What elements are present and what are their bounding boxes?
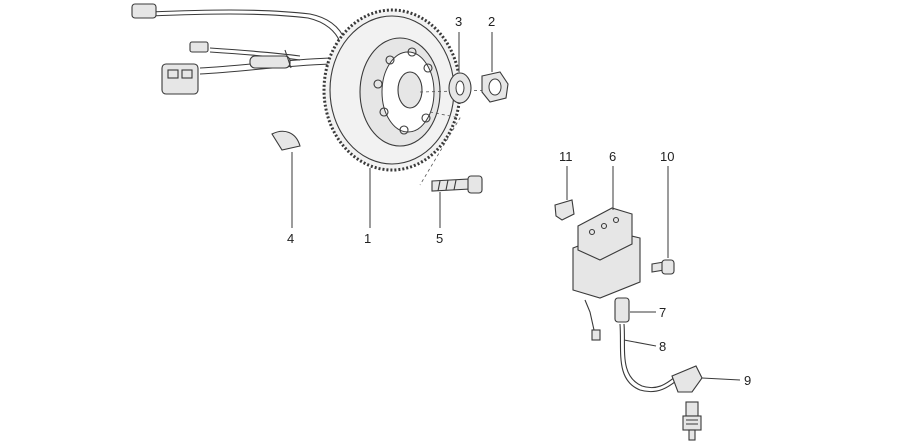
bolt bbox=[651, 259, 675, 275]
cdi-unit bbox=[572, 207, 641, 341]
screw bbox=[431, 175, 483, 194]
woodruff-key bbox=[271, 130, 301, 151]
callout-3: 3 bbox=[455, 14, 462, 29]
callout-5: 5 bbox=[436, 231, 443, 246]
wiring-harness bbox=[131, 3, 346, 95]
callout-7: 7 bbox=[659, 305, 666, 320]
callout-1: 1 bbox=[364, 231, 371, 246]
callout-11: 11 bbox=[559, 149, 573, 164]
flywheel-rotor bbox=[322, 8, 462, 172]
nut bbox=[481, 71, 509, 103]
callout-10: 10 bbox=[660, 149, 674, 164]
callout-6: 6 bbox=[609, 149, 616, 164]
callout-4: 4 bbox=[287, 231, 294, 246]
callout-9: 9 bbox=[744, 373, 751, 388]
callout-2: 2 bbox=[488, 14, 495, 29]
cap bbox=[614, 297, 630, 323]
callout-8: 8 bbox=[659, 339, 666, 354]
spark-plug bbox=[682, 401, 702, 441]
spark-plug-cap bbox=[671, 365, 703, 393]
leader-lines bbox=[291, 32, 741, 381]
clip bbox=[554, 199, 575, 221]
ht-lead bbox=[619, 323, 681, 393]
washer bbox=[448, 72, 472, 104]
